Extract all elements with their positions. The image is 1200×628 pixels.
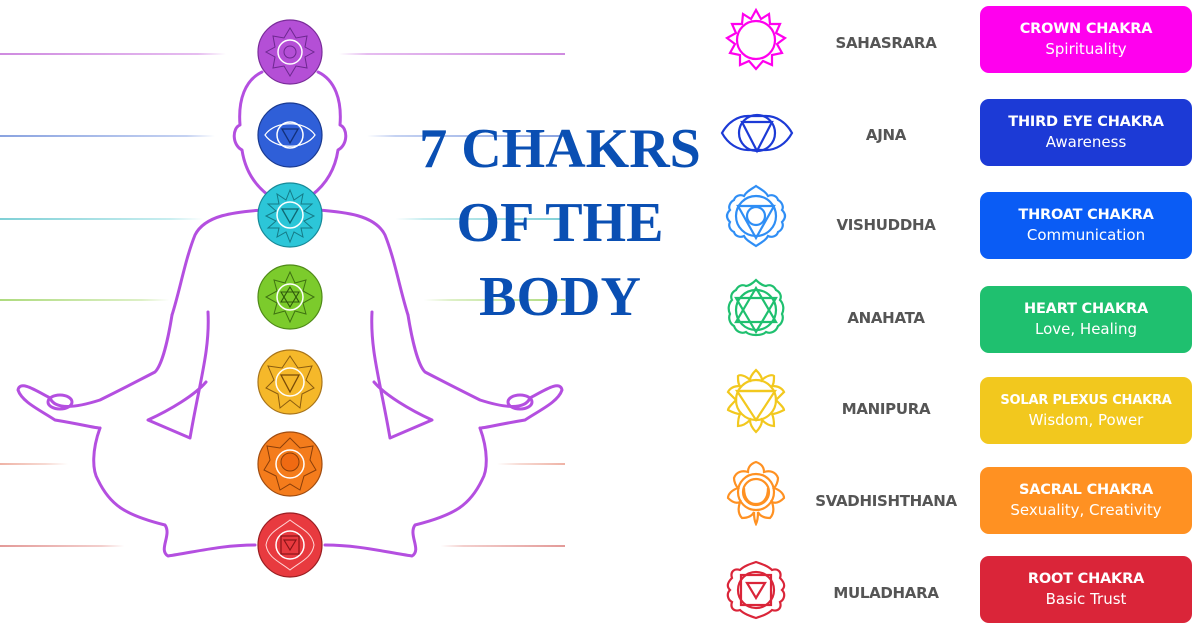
title-line-3: BODY (479, 266, 641, 328)
chakra-badge-meaning: Love, Healing (1035, 320, 1137, 338)
chakra-sanskrit-sahasrara: SAHASRARA (835, 34, 937, 52)
page-title: 7 CHAKRS OF THE BODY (410, 112, 710, 334)
chakra-badge-meaning: Sexuality, Creativity (1010, 501, 1162, 519)
chakra-badge-meaning: Spirituality (1045, 40, 1127, 58)
chakra-sanskrit-svadhishthana: SVADHISHTHANA (815, 492, 957, 510)
chakra-sanskrit-ajna: AJNA (865, 126, 907, 144)
chakra-sanskrit-vishuddha: VISHUDDHA (836, 216, 936, 234)
chakra-sanskrit-muladhara: MULADHARA (833, 584, 939, 602)
meditating-figure (16, 19, 564, 578)
chakra-badge-root: ROOT CHAKRA Basic Trust (980, 556, 1192, 623)
third-eye-icon (720, 113, 794, 154)
chakra-badge-meaning: Wisdom, Power (1028, 411, 1144, 429)
title-line-2: OF THE (456, 192, 664, 254)
crescent-lotus-icon (726, 460, 786, 526)
figure-chakra-sacral (257, 431, 323, 497)
solar-lotus-icon (726, 368, 786, 434)
chakra-badge-third-eye: THIRD EYE CHAKRA Awareness (980, 99, 1192, 166)
chakra-badge-meaning: Awareness (1045, 133, 1127, 151)
chakra-badge-sacral: SACRAL CHAKRA Sexuality, Creativity (980, 467, 1192, 534)
chakra-badge-heart: HEART CHAKRA Love, Healing (980, 286, 1192, 353)
chakra-badge-title: CROWN CHAKRA (1019, 21, 1153, 37)
figure-chakra-crown (257, 19, 323, 85)
chakra-badge-crown: CROWN CHAKRA Spirituality (980, 6, 1192, 73)
body-outline (16, 70, 564, 558)
figure-chakra-third-eye (257, 102, 323, 168)
figure-chakra-heart (257, 264, 323, 330)
chakra-badge-title: SACRAL CHAKRA (1018, 482, 1153, 498)
throat-lotus-icon (725, 184, 787, 248)
chakra-badge-title: THIRD EYE CHAKRA (1008, 114, 1164, 130)
chakra-sanskrit-manipura: MANIPURA (841, 400, 931, 418)
title-line-1: 7 CHAKRS (419, 118, 701, 180)
figure-chakra-solar-plexus (257, 349, 323, 415)
chakra-badge-title: HEART CHAKRA (1024, 301, 1148, 317)
lotus-thousand-petal-icon (724, 7, 788, 71)
chakra-badge-title: ROOT CHAKRA (1027, 571, 1145, 587)
figure-chakra-root (257, 512, 323, 578)
chakra-sanskrit-anahata: ANAHATA (847, 309, 925, 327)
figure-chakra-throat (257, 182, 323, 248)
chakra-badge-meaning: Basic Trust (1045, 590, 1127, 608)
chakra-badge-solar-plexus: SOLAR PLEXUS CHAKRA Wisdom, Power (980, 377, 1192, 444)
hexagram-lotus-icon (727, 278, 785, 337)
square-lotus-icon (726, 560, 786, 620)
chakra-badge-title: SOLAR PLEXUS CHAKRA (1000, 393, 1172, 408)
chakra-badge-throat: THROAT CHAKRA Communication (980, 192, 1192, 259)
chakra-badge-meaning: Communication (1026, 226, 1146, 244)
chakra-badge-title: THROAT CHAKRA (1018, 207, 1154, 223)
